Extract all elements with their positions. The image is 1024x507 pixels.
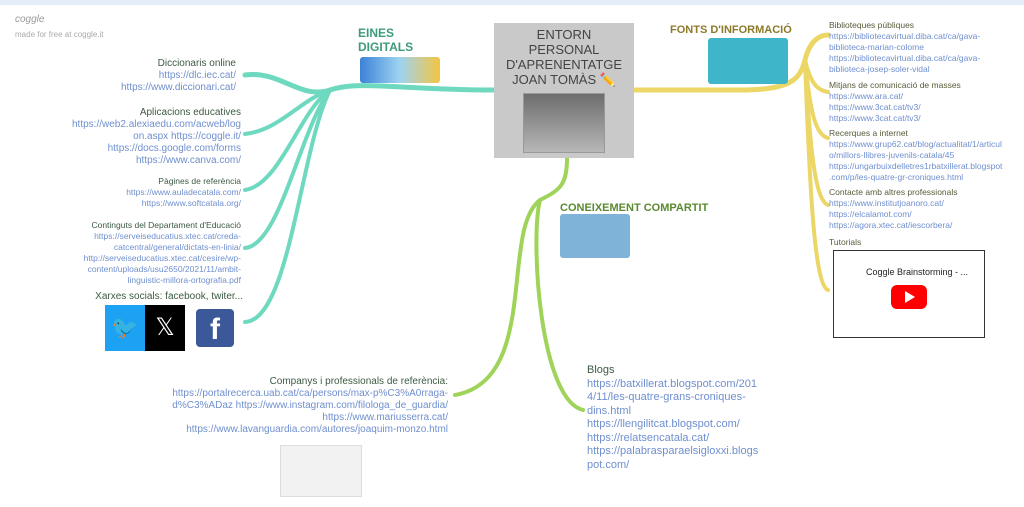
node-blogs[interactable]: Blogs https://batxillerat.blogspot.com/2…: [587, 364, 777, 472]
coneixement-image: [560, 214, 630, 258]
node-tutorials[interactable]: Tutorials: [829, 237, 861, 248]
link[interactable]: https://www.institutjoanoro.cat/: [829, 198, 944, 208]
link[interactable]: content/uploads/usu2650/2021/11/ambit-: [87, 264, 241, 274]
link[interactable]: https://www.3cat.cat/tv3/: [829, 113, 921, 123]
node-xarxes-socials[interactable]: Xarxes socials: facebook, twiter...: [40, 291, 243, 303]
node-title: Diccionaris online: [157, 58, 236, 69]
node-companys[interactable]: Companys i professionals de referència: …: [150, 376, 448, 436]
link[interactable]: https://serveiseducatius.xtec.cat/creda-: [94, 231, 241, 241]
branch-coneixement-compartit[interactable]: CONEIXEMENT COMPARTIT: [560, 202, 709, 214]
link[interactable]: pot.com/: [587, 458, 630, 471]
link[interactable]: https://batxillerat.blogspot.com/201: [587, 377, 757, 390]
center-line: ENTORN: [536, 27, 592, 42]
link[interactable]: https://www.canva.com/: [135, 155, 241, 166]
link[interactable]: https://dlc.iec.cat/: [158, 70, 236, 81]
center-line: D'APRENENTATGE: [505, 57, 623, 72]
link[interactable]: https://www.mariusserra.cat/: [322, 412, 448, 423]
link[interactable]: d%C3%ADaz https://www.instagram.com/filo…: [172, 400, 448, 411]
node-title: Aplicacions educatives: [139, 107, 241, 118]
profile-photo: [523, 93, 605, 153]
coggle-logo[interactable]: coggle: [15, 14, 45, 25]
link[interactable]: https://ungarbuixdelletres1rbatxillerat.…: [829, 161, 1003, 171]
link[interactable]: o/millors-llibres-juvenils-catala/45: [829, 150, 955, 160]
node-title: Contacte amb altres professionals: [829, 187, 958, 197]
center-line: JOAN TOMÀS ✏️: [512, 72, 616, 87]
node-contacte[interactable]: Contacte amb altres professionals https:…: [829, 187, 1019, 231]
link[interactable]: https://www.auladecatala.com/: [126, 187, 241, 197]
video-embed[interactable]: Coggle Brainstorming - ...: [833, 250, 985, 338]
node-aplicacions[interactable]: Aplicacions educatives https://web2.alex…: [40, 107, 241, 167]
link[interactable]: https://docs.google.com/forms: [107, 143, 241, 154]
link[interactable]: https://web2.alexiaedu.com/acweb/log: [72, 119, 241, 130]
youtube-play-icon[interactable]: [891, 285, 927, 309]
node-title: Recerques a internet: [829, 128, 908, 138]
link[interactable]: catcentral/general/dictats-en-linia/: [113, 242, 241, 252]
node-continguts-departament[interactable]: Continguts del Departament d'Educació ht…: [40, 220, 241, 286]
link[interactable]: https://portalrecerca.uab.cat/ca/persons…: [172, 388, 448, 399]
node-title: Xarxes socials: facebook, twiter...: [95, 291, 243, 302]
link[interactable]: https://www.ara.cat/: [829, 91, 904, 101]
eines-image: [360, 57, 440, 83]
link[interactable]: https://palabrasparaelsigloxxi.blogs: [587, 445, 759, 457]
video-title: Coggle Brainstorming - ...: [866, 267, 969, 277]
link[interactable]: biblioteca-marian-colome: [829, 42, 924, 52]
node-diccionaris[interactable]: Diccionaris online https://dlc.iec.cat/ …: [60, 58, 236, 94]
link[interactable]: biblioteca-josep-soler-vidal: [829, 64, 930, 74]
node-recerques[interactable]: Recerques a internet https://www.grup62.…: [829, 128, 1024, 183]
link[interactable]: https://www.3cat.cat/tv3/: [829, 102, 921, 112]
node-title: Biblioteques públiques: [829, 20, 915, 30]
node-title: Continguts del Departament d'Educació: [91, 220, 241, 230]
link[interactable]: https://www.grup62.cat/blog/actualitat/1…: [829, 139, 1002, 149]
node-mitjans[interactable]: Mitjans de comunicació de masses https:/…: [829, 80, 1019, 124]
node-pagines-referencia[interactable]: Pàgines de referència https://www.aulade…: [60, 176, 241, 209]
link[interactable]: linguistic-millora-ortografia.pdf: [127, 275, 241, 285]
twitter-icon: 🐦: [105, 305, 145, 351]
link[interactable]: https://www.lavanguardia.com/autores/joa…: [186, 424, 448, 435]
facebook-icon: f: [196, 309, 234, 347]
node-title: Blogs: [587, 364, 615, 376]
link[interactable]: 4/11/les-quatre-grans-croniques-: [587, 391, 746, 403]
link[interactable]: https://elcalamot.com/: [829, 209, 912, 219]
made-with-coggle[interactable]: made for free at coggle.it: [15, 30, 104, 39]
link[interactable]: https://bibliotecavirtual.diba.cat/ca/ga…: [829, 53, 981, 63]
central-node[interactable]: ENTORN PERSONAL D'APRENENTATGE JOAN TOMÀ…: [494, 23, 634, 158]
node-biblioteques[interactable]: Biblioteques públiques https://bibliotec…: [829, 20, 1019, 75]
node-title: Companys i professionals de referència:: [269, 376, 448, 387]
link[interactable]: https://www.softcatala.org/: [141, 198, 241, 208]
fonts-image: [708, 38, 788, 84]
social-icons: 🐦 𝕏: [105, 305, 185, 351]
link[interactable]: .com/p/les-quatre-gr-croniques.html: [829, 172, 964, 182]
link[interactable]: https://agora.xtec.cat/iescorbera/: [829, 220, 953, 230]
link[interactable]: https://www.diccionari.cat/: [120, 82, 236, 93]
link[interactable]: http://serveiseducatius.xtec.cat/cesire/…: [83, 253, 241, 263]
link[interactable]: https://llengilitcat.blogspot.com/: [587, 418, 740, 430]
node-title: Pàgines de referència: [158, 176, 241, 186]
link[interactable]: https://bibliotecavirtual.diba.cat/ca/ga…: [829, 31, 981, 41]
link[interactable]: dins.html: [587, 404, 632, 417]
center-line: PERSONAL: [528, 42, 600, 57]
companys-image: [280, 445, 362, 497]
x-icon: 𝕏: [145, 305, 185, 351]
top-bar: [0, 0, 1024, 5]
branch-eines-digitals[interactable]: EINES DIGITALS: [358, 26, 414, 54]
link[interactable]: https://relatsencatala.cat/: [587, 431, 710, 444]
node-title: Mitjans de comunicació de masses: [829, 80, 961, 90]
link[interactable]: on.aspx https://coggle.it/: [133, 131, 241, 142]
branch-fonts-informacio[interactable]: FONTS D'INFORMACIÓ: [670, 24, 792, 36]
node-title: Tutorials: [829, 237, 862, 247]
